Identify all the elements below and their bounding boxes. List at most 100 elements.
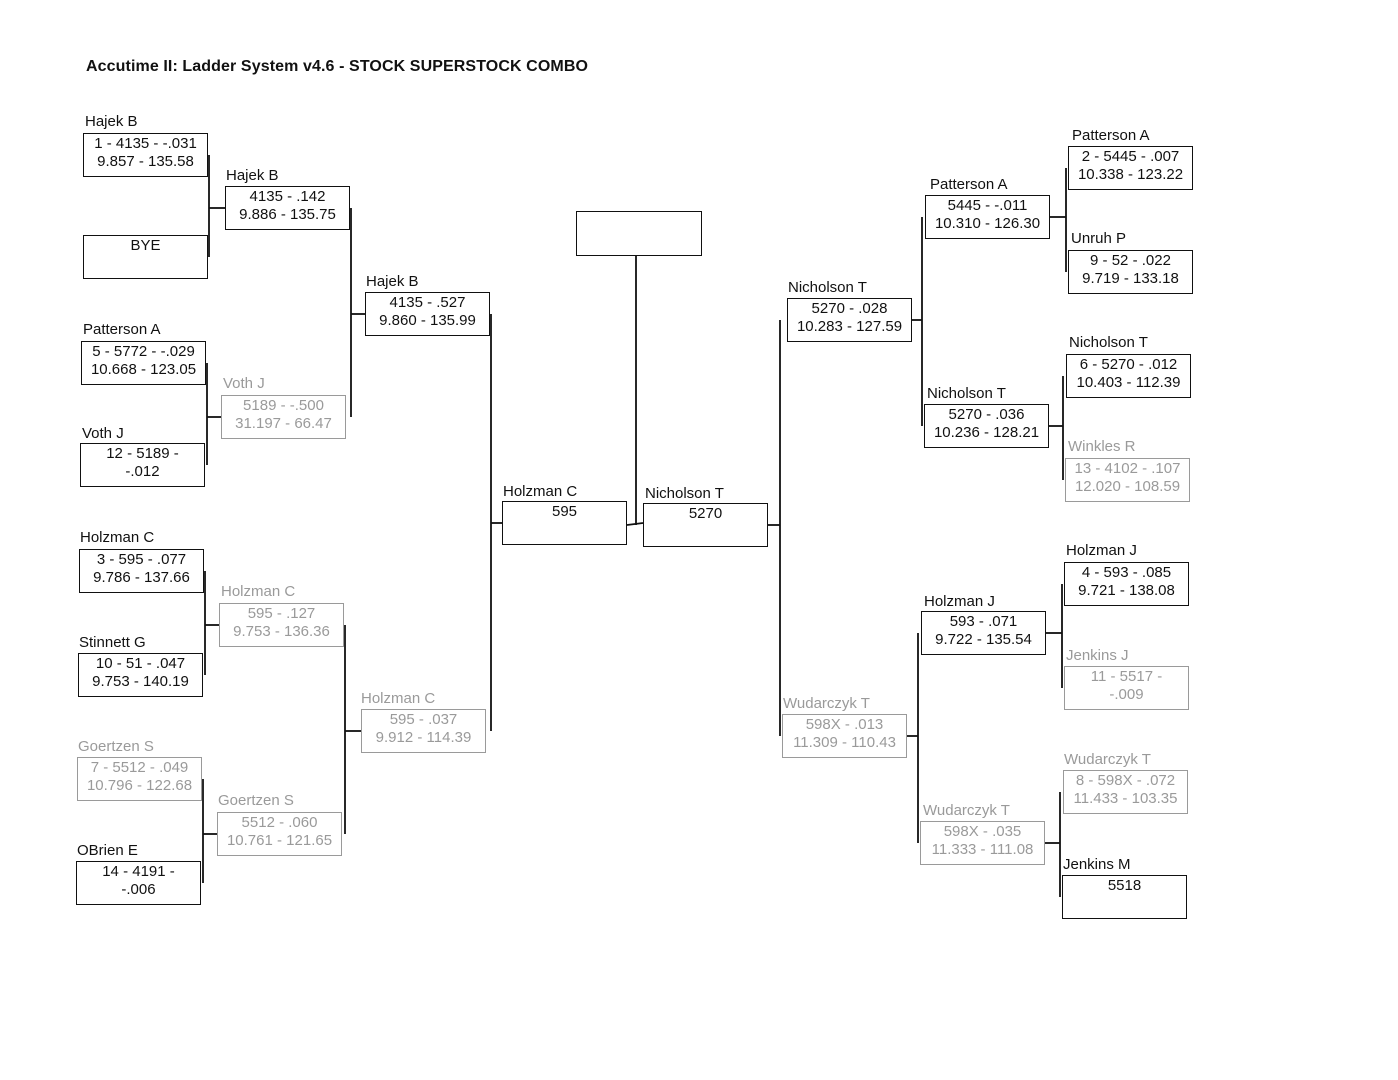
slot-time-line: 9.886 - 135.75 <box>239 206 336 223</box>
slot-time-line: 9.753 - 140.19 <box>92 673 189 690</box>
racer-name: Nicholson T <box>645 485 724 502</box>
slot-run-line: 2 - 5445 - .007 <box>1081 148 1180 165</box>
slot-run-line: 5270 <box>688 505 723 522</box>
slot-run-line: 598X - .035 <box>943 823 1022 840</box>
bracket-slot: 12 - 5189 --.012 <box>80 443 205 487</box>
slot-run-line: 13 - 4102 - .107 <box>1074 460 1181 477</box>
slot-run-line: 4135 - .527 <box>389 294 466 311</box>
slot-time-line: 9.860 - 135.99 <box>379 312 476 329</box>
slot-run-line: 595 - .127 <box>247 605 316 622</box>
slot-run-line: 12 - 5189 - <box>106 445 179 462</box>
racer-name: Holzman C <box>221 583 296 600</box>
slot-run-line: 8 - 598X - .072 <box>1075 772 1176 789</box>
slot-run-line: 4 - 593 - .085 <box>1081 564 1172 581</box>
racer-name: Holzman C <box>503 483 578 500</box>
connector-line <box>626 522 644 526</box>
racer-name: Unruh P <box>1071 230 1127 247</box>
racer-name: Jenkins J <box>1066 647 1129 664</box>
slot-time-line: 10.283 - 127.59 <box>796 318 903 335</box>
racer-name: Holzman C <box>361 690 436 707</box>
racer-name: Wudarczyk T <box>1064 751 1151 768</box>
racer-name: Jenkins M <box>1063 856 1131 873</box>
slot-run-line: 5270 - .028 <box>811 300 888 317</box>
racer-name: Goertzen S <box>78 738 154 755</box>
bracket-slot: 5518 <box>1062 875 1187 919</box>
slot-time-line: 31.197 - 66.47 <box>235 415 332 432</box>
slot-time-line: 10.236 - 128.21 <box>933 424 1040 441</box>
slot-time-line: 10.761 - 121.65 <box>226 832 333 849</box>
slot-run-line: 593 - .071 <box>949 613 1018 630</box>
slot-time-line: 9.786 - 137.66 <box>93 569 190 586</box>
slot-run-line: 9 - 52 - .022 <box>1090 252 1171 269</box>
slot-time-line: -.006 <box>121 881 156 898</box>
slot-time-line: 11.333 - 111.08 <box>931 841 1034 858</box>
slot-run-line: 3 - 595 - .077 <box>96 551 187 568</box>
racer-name: Holzman C <box>80 529 155 546</box>
slot-time-line: 10.403 - 112.39 <box>1076 374 1181 391</box>
slot-run-line: 5189 - -.500 <box>243 397 324 414</box>
slot-run-line: 5 - 5772 - -.029 <box>92 343 195 360</box>
racer-name: Patterson A <box>930 176 1008 193</box>
slot-time-line: 11.433 - 103.35 <box>1073 790 1178 807</box>
slot-time-line: 9.722 - 135.54 <box>935 631 1032 648</box>
slot-run-line: 14 - 4191 - <box>102 863 175 880</box>
slot-run-line: 5270 - .036 <box>948 406 1025 423</box>
racer-name: Voth J <box>223 375 265 392</box>
champion-box <box>576 211 702 256</box>
bracket-slot: BYE <box>83 235 208 279</box>
slot-run-line: 5445 - -.011 <box>947 197 1028 214</box>
racer-name: Patterson A <box>83 321 161 338</box>
page-title: Accutime II: Ladder System v4.6 - STOCK … <box>86 58 589 75</box>
slot-time-line: 10.310 - 126.30 <box>934 215 1041 232</box>
slot-time-line: 9.719 - 133.18 <box>1082 270 1179 287</box>
bracket-slot: 11 - 5517 --.009 <box>1064 666 1189 710</box>
slot-run-line: 5512 - .060 <box>241 814 318 831</box>
slot-run-line: 4135 - .142 <box>249 188 326 205</box>
racer-name: OBrien E <box>77 842 138 859</box>
racer-name: Goertzen S <box>218 792 294 809</box>
slot-run-line: 598X - .013 <box>805 716 884 733</box>
bracket-slot: 595 <box>502 501 627 545</box>
racer-name: Wudarczyk T <box>923 802 1010 819</box>
racer-name: Holzman J <box>924 593 995 610</box>
racer-name: Winkles R <box>1068 438 1136 455</box>
slot-run-line: 5518 <box>1107 877 1142 894</box>
slot-run-line: BYE <box>130 237 161 254</box>
slot-run-line: 595 - .037 <box>389 711 458 728</box>
racer-name: Hajek B <box>226 167 279 184</box>
racer-name: Nicholson T <box>788 279 867 296</box>
slot-time-line: 11.309 - 110.43 <box>793 734 896 751</box>
racer-name: Holzman J <box>1066 542 1137 559</box>
racer-name: Hajek B <box>85 113 138 130</box>
slot-time-line: -.009 <box>1109 686 1144 703</box>
slot-time-line: 9.912 - 114.39 <box>375 729 472 746</box>
racer-name: Patterson A <box>1072 127 1150 144</box>
slot-run-line: 11 - 5517 - <box>1090 668 1163 685</box>
slot-time-line: 10.338 - 123.22 <box>1077 166 1184 183</box>
racer-name: Nicholson T <box>1069 334 1148 351</box>
slot-run-line: 10 - 51 - .047 <box>95 655 186 672</box>
racer-name: Stinnett G <box>79 634 146 651</box>
slot-time-line: -.012 <box>125 463 160 480</box>
slot-run-line: 1 - 4135 - -.031 <box>94 135 197 152</box>
